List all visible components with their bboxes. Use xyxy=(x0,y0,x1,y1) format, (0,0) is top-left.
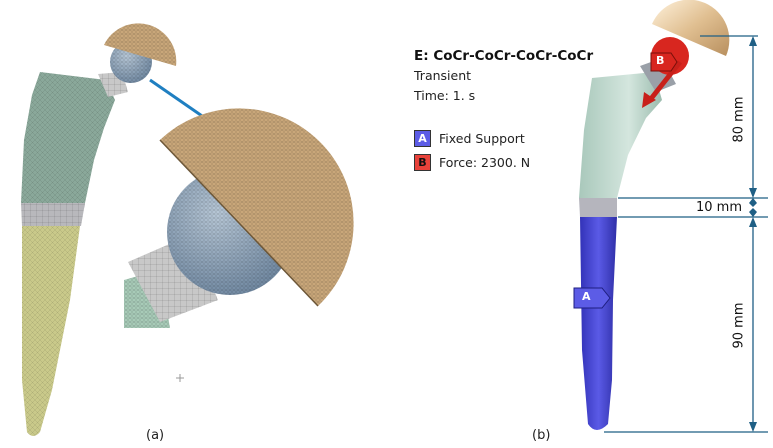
legend-item-force: B Force: 2300. N xyxy=(414,154,530,171)
zoom-detail xyxy=(124,108,354,328)
marker-b-text: B xyxy=(656,54,665,67)
legend-label-fixed-support: Fixed Support xyxy=(439,131,525,146)
force-marker-b xyxy=(650,52,678,72)
dim-label-10mm: 10 mm xyxy=(696,200,743,215)
stem-fixed-support xyxy=(580,217,617,430)
caption-a: (a) xyxy=(146,428,165,443)
panel-b-implant xyxy=(579,0,730,430)
legend-item-fixed-support: A Fixed Support xyxy=(414,130,525,147)
stem-collar-band-b xyxy=(579,198,617,217)
crosshair-mark xyxy=(176,374,184,382)
stem-upper-b xyxy=(579,72,662,198)
support-marker-a xyxy=(573,287,611,309)
legend-label-force: Force: 2300. N xyxy=(439,155,531,170)
analysis-title: E: CoCr-CoCr-CoCr-CoCr xyxy=(414,48,594,64)
legend-badge-a: A xyxy=(414,130,431,147)
legend-badge-b: B xyxy=(414,154,431,171)
caption-b: (b) xyxy=(532,428,551,443)
marker-a-text: A xyxy=(582,290,591,303)
analysis-type: Transient xyxy=(414,68,472,83)
dimension-arrowheads xyxy=(749,36,757,432)
acetabular-cup-b xyxy=(652,0,730,56)
dim-label-90mm: 90 mm xyxy=(731,302,747,349)
force-arrow xyxy=(648,60,682,102)
neck-b xyxy=(640,58,676,92)
dimension-lines xyxy=(604,35,768,433)
panel-a-implant xyxy=(21,23,206,436)
dim-label-80mm: 80 mm xyxy=(731,96,747,143)
analysis-time: Time: 1. s xyxy=(414,88,476,103)
zoom-callout-line xyxy=(149,78,206,120)
